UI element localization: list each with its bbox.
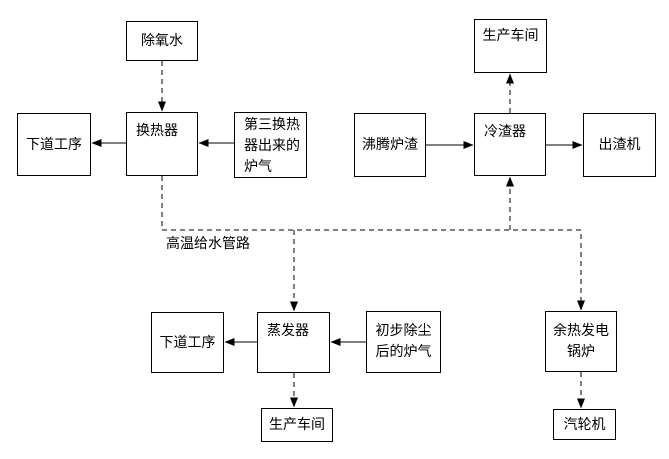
- node-slag-discharger: 出渣机: [583, 113, 656, 177]
- node-steam-turbine-label: 汽轮机: [563, 416, 606, 433]
- node-boiling-slag: 沸腾炉渣: [354, 113, 426, 177]
- node-next-process-bottom-label: 下道工序: [159, 334, 216, 351]
- node-steam-turbine: 汽轮机: [553, 409, 616, 440]
- node-third-exchanger-gas-line3: 炉气: [244, 159, 272, 175]
- node-third-exchanger-gas-line1: 第三换热: [244, 117, 300, 133]
- node-slag-cooler-label: 冷渣器: [484, 124, 526, 140]
- node-waste-heat-boiler: 余热发电 锅炉: [545, 311, 617, 372]
- node-waste-heat-boiler-line2: 锅炉: [567, 343, 595, 360]
- node-next-process-bottom: 下道工序: [151, 312, 224, 373]
- node-third-exchanger-gas-line2: 器出来的: [244, 138, 300, 154]
- node-heat-exchanger: 换热器: [126, 112, 198, 176]
- connector-feedwater-pipe-to-waste-heat-boiler: [161, 176, 585, 311]
- node-workshop-bottom: 生产车间: [261, 408, 333, 442]
- node-dedusted-gas-line1: 初步除尘: [375, 323, 432, 339]
- node-deaerated-water-label: 除氧水: [141, 33, 183, 49]
- node-slag-cooler: 冷渣器: [474, 113, 546, 176]
- node-evaporator: 蒸发器: [257, 312, 330, 373]
- node-dedusted-gas: 初步除尘 后的炉气: [366, 311, 441, 373]
- node-workshop-top: 生产车间: [474, 19, 547, 73]
- node-next-process-top-label: 下道工序: [26, 136, 82, 153]
- node-third-exchanger-gas: 第三换热 器出来的 炉气: [234, 112, 307, 178]
- node-slag-discharger-label: 出渣机: [598, 137, 641, 153]
- node-workshop-top-label: 生产车间: [482, 28, 539, 44]
- feedwater-pipe-label: 高温给水管路: [166, 236, 250, 252]
- node-waste-heat-boiler-line1: 余热发电: [553, 322, 609, 339]
- node-heat-exchanger-label: 换热器: [136, 123, 178, 139]
- node-boiling-slag-label: 沸腾炉渣: [362, 137, 418, 153]
- node-evaporator-label: 蒸发器: [267, 323, 309, 339]
- node-deaerated-water: 除氧水: [126, 21, 198, 61]
- node-next-process-top: 下道工序: [17, 113, 91, 176]
- node-workshop-bottom-label: 生产车间: [269, 417, 325, 433]
- node-dedusted-gas-line2: 后的炉气: [375, 344, 432, 360]
